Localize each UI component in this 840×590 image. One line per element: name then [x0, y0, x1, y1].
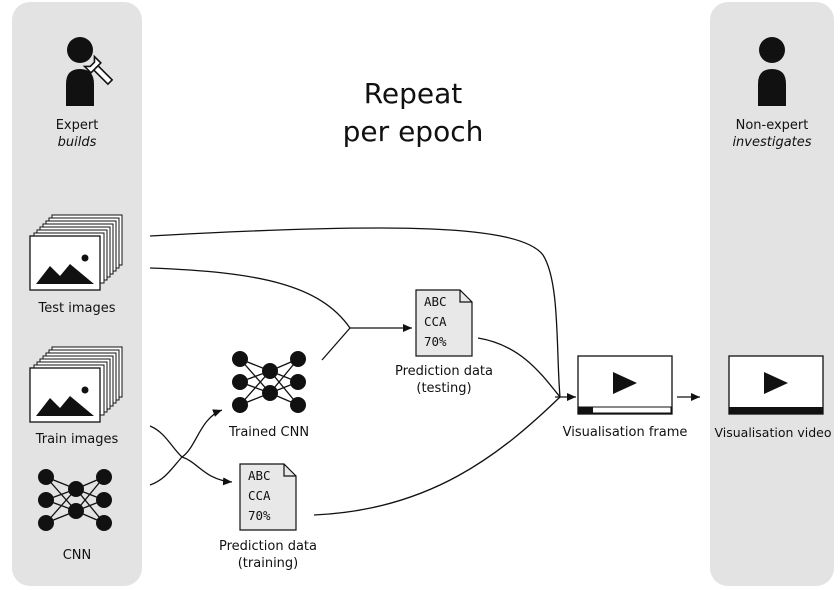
person-icon [758, 37, 786, 106]
diagram-title-line1: Repeat [363, 77, 463, 110]
visualisation-video-label: Visualisation video [714, 425, 832, 440]
prediction-training-label: Prediction data [219, 539, 317, 554]
prediction-testing-doc [415, 289, 473, 357]
train-images-label: Train images [35, 432, 119, 447]
expert-role-label: Expert [55, 118, 99, 133]
diagram-title-line2: per epoch [342, 115, 484, 148]
train-images-stack [29, 346, 123, 423]
connector-test-to-frame [149, 227, 561, 398]
connector-testing-to-frame [477, 337, 561, 398]
prediction-testing-label: Prediction data [395, 364, 493, 379]
connector-train-to-junction [149, 425, 183, 458]
test-images-stack [29, 214, 123, 291]
connector-test-to-junction [149, 267, 351, 329]
expert-action-label: builds [57, 135, 97, 150]
visualisation-frame-label: Visualisation frame [562, 425, 688, 440]
expert-wrench-icon [66, 37, 114, 106]
connector-training-to-frame [313, 396, 561, 516]
cnn-label: CNN [62, 548, 92, 563]
prediction-training-text: ABC CCA 70% [248, 468, 271, 523]
prediction-testing-sublabel: (testing) [416, 381, 472, 396]
prediction-training-doc [239, 463, 297, 531]
non-expert-panel [710, 2, 834, 586]
trained-cnn-label: Trained CNN [228, 425, 310, 440]
arrow-to-trained-cnn [181, 409, 223, 458]
expert-panel [12, 2, 142, 586]
prediction-training-sublabel: (training) [237, 556, 299, 571]
prediction-testing-text: ABC CCA 70% [424, 294, 447, 349]
non-expert-action-label: investigates [732, 135, 812, 150]
trained-cnn-icon [232, 351, 306, 413]
connector-cnn-to-junction [149, 456, 183, 486]
test-images-label: Test images [38, 301, 116, 316]
cnn-network-icon [38, 469, 112, 531]
arrow-to-training-doc [181, 456, 233, 486]
landscape-icon [36, 396, 94, 416]
non-expert-role-label: Non-expert [735, 118, 809, 133]
visualisation-video-icon [728, 355, 824, 415]
connector-trainedcnn-to-junction [321, 327, 351, 361]
landscape-icon [36, 264, 94, 284]
visualisation-frame-icon [577, 355, 673, 415]
